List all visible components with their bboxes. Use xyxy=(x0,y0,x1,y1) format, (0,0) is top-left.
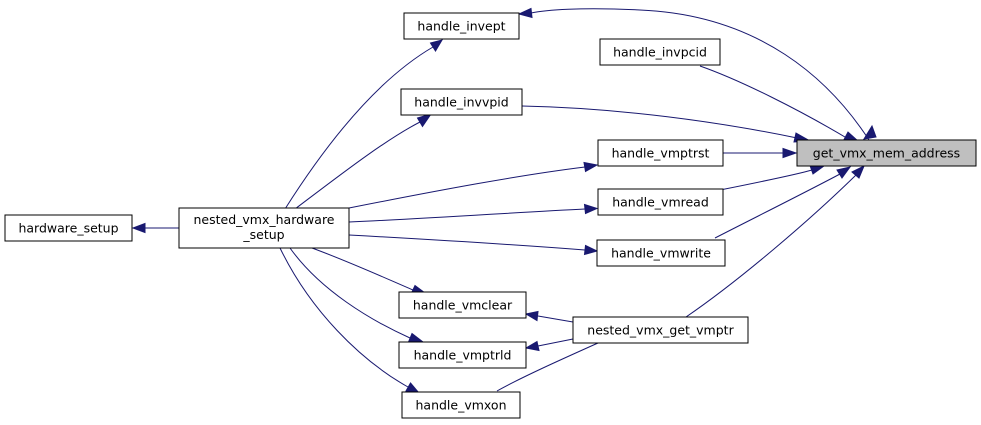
node-nested-vmx-get-vmptr[interactable]: nested_vmx_get_vmptr xyxy=(572,316,749,344)
edge-handle-vmread xyxy=(348,203,599,223)
edge-get-vmptr-to-vmxon xyxy=(496,342,599,392)
edge-handle-vmwrite xyxy=(348,234,599,256)
node-label-line2: _setup xyxy=(242,227,284,242)
node-label: handle_vmxon xyxy=(415,398,506,413)
node-label: hardware_setup xyxy=(18,221,118,236)
node-label-line1: nested_vmx_hardware xyxy=(194,212,335,227)
node-label: handle_vmclear xyxy=(413,298,513,313)
node-handle-invept[interactable]: handle_invept xyxy=(403,12,520,40)
node-handle-invvpid[interactable]: handle_invvpid xyxy=(400,88,523,116)
edge-get-vmx-to-invept xyxy=(517,7,877,141)
edge-handle-vmclear xyxy=(311,247,427,295)
edge-get-vmx-to-vmwrite xyxy=(714,166,852,239)
node-handle-vmxon[interactable]: handle_vmxon xyxy=(401,391,521,419)
node-label: get_vmx_mem_address xyxy=(813,146,960,161)
edge-get-vmx-to-invpcid xyxy=(699,65,860,143)
node-handle-vmclear[interactable]: handle_vmclear xyxy=(398,291,527,319)
node-handle-vmread[interactable]: handle_vmread xyxy=(597,188,724,216)
edge-hardware-setup xyxy=(131,222,179,234)
node-label: handle_invvpid xyxy=(414,95,508,110)
edge-handle-vmxon xyxy=(279,247,421,394)
node-get-vmx-mem-address[interactable]: get_vmx_mem_address xyxy=(796,139,977,167)
edge-get-vmptr-to-vmptrld xyxy=(524,338,574,352)
node-label: handle_invept xyxy=(417,19,505,34)
node-handle-vmptrld[interactable]: handle_vmptrld xyxy=(398,341,527,369)
node-label: handle_invpcid xyxy=(613,45,707,60)
node-handle-invpcid[interactable]: handle_invpcid xyxy=(599,38,721,66)
edge-handle-invept xyxy=(284,39,444,210)
edge-get-vmptr-to-vmclear xyxy=(524,310,574,323)
node-label: handle_vmptrld xyxy=(414,348,512,363)
edge-handle-vmptrst xyxy=(348,161,599,209)
node-handle-vmptrst[interactable]: handle_vmptrst xyxy=(597,139,724,167)
node-handle-vmwrite[interactable]: handle_vmwrite xyxy=(596,239,726,267)
edge-handle-invvpid xyxy=(294,113,433,210)
edge-get-vmx-to-vmptrst xyxy=(723,147,798,159)
node-nested-vmx-hardware-setup[interactable]: nested_vmx_hardware _setup xyxy=(178,207,350,249)
node-label: handle_vmread xyxy=(612,195,709,210)
node-label: nested_vmx_get_vmptr xyxy=(587,323,734,338)
node-label: handle_vmwrite xyxy=(611,246,711,261)
edge-get-vmx-to-get-vmptr xyxy=(685,164,865,318)
edge-get-vmx-to-invvpid xyxy=(521,105,812,143)
node-label: handle_vmptrst xyxy=(612,146,710,161)
node-hardware-setup[interactable]: hardware_setup xyxy=(4,214,133,242)
edge-get-vmx-to-vmread xyxy=(719,164,826,191)
